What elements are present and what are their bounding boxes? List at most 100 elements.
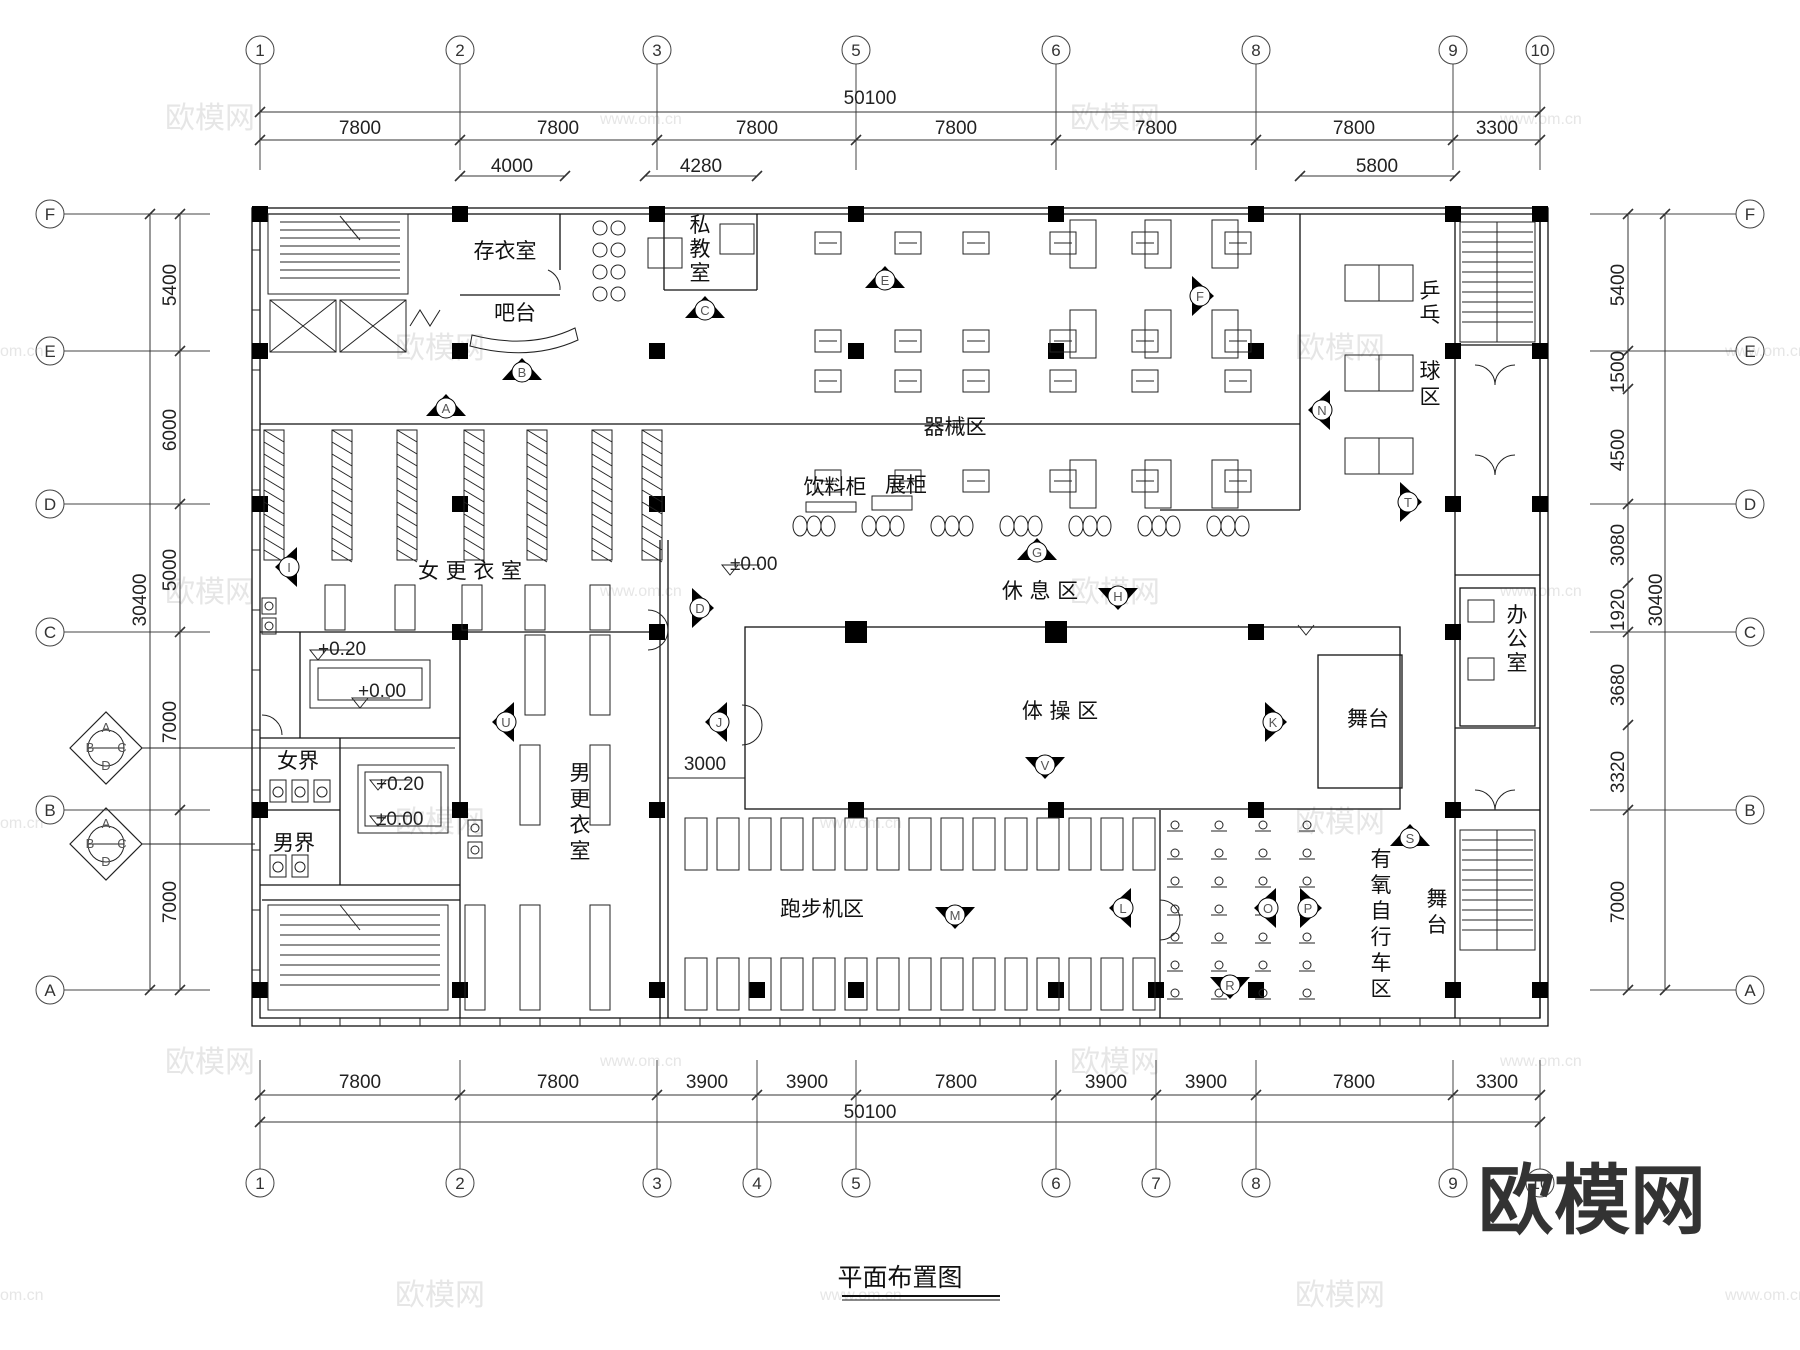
axis-label-bottom: 1: [255, 1174, 264, 1193]
lounge-chair: [1096, 515, 1112, 537]
locker-bank: [331, 429, 353, 561]
axis-label-top: 10: [1531, 41, 1550, 60]
dim-top-sub: 4000: [491, 156, 533, 177]
label-stage: 舞: [1427, 887, 1448, 911]
view-marker-label: L: [1119, 901, 1126, 916]
structural-column: [452, 802, 468, 818]
view-marker-label: E: [881, 273, 890, 288]
bench: [1144, 309, 1172, 359]
locker-hatch: [263, 441, 285, 455]
section-marker-label: D: [101, 758, 110, 773]
toilet-bowl: [272, 861, 284, 873]
dim-left-span: 5000: [160, 549, 181, 591]
locker-bank: [394, 584, 416, 631]
label-mens-locker: 衣: [570, 813, 591, 837]
bench: [1069, 219, 1097, 269]
view-marker-label: O: [1263, 901, 1273, 916]
treadmill: [1132, 817, 1156, 871]
view-marker: N: [1308, 390, 1333, 430]
locker-hatch: [463, 501, 485, 515]
view-marker-circle: [1189, 285, 1211, 307]
label-treadmill-area: 跑步机区: [780, 897, 864, 921]
axis-label-right: D: [1744, 495, 1756, 514]
dim-right-total: 30400: [1646, 574, 1667, 627]
weight-machine: [894, 369, 922, 393]
axis-label-bottom: 5: [851, 1174, 860, 1193]
dim-left-span: 7000: [160, 881, 181, 923]
view-marker: P: [1297, 888, 1322, 928]
structural-column: [649, 982, 665, 998]
locker-hatch: [263, 465, 285, 479]
dim-bottom-total: 50100: [844, 1102, 897, 1123]
bench: [1211, 219, 1239, 269]
locker-hatch: [396, 525, 418, 539]
locker-hatch: [331, 477, 353, 491]
label-rest-area: 休 息 区: [1002, 579, 1078, 603]
locker-hatch: [331, 429, 353, 443]
locker-hatch: [526, 525, 548, 539]
drinks-cabinet: [805, 501, 857, 513]
view-marker-circle: [495, 711, 517, 733]
locker-hatch: [331, 489, 353, 503]
view-marker-circle: [435, 397, 457, 419]
brand-logo: 欧模网: [1478, 1156, 1706, 1245]
watermark-url: www.om.cn: [599, 111, 682, 128]
spin-bike: [1214, 932, 1224, 942]
weight-machine: [814, 231, 842, 255]
axis-label-bottom: 8: [1251, 1174, 1260, 1193]
structural-column: [1445, 802, 1461, 818]
label-office: 公: [1507, 627, 1528, 651]
weight-machine: [814, 369, 842, 393]
locker-hatch: [396, 489, 418, 503]
view-marker-label: P: [1304, 901, 1313, 916]
section-marker-label: D: [101, 854, 110, 869]
structural-column: [252, 982, 268, 998]
spin-bike: [1214, 876, 1224, 886]
structural-column: [848, 982, 864, 998]
label-cycling: 区: [1371, 977, 1392, 1001]
watermark-edge: om.cn: [0, 343, 44, 360]
locker-hatch: [591, 501, 613, 515]
spin-bike: [1170, 848, 1180, 858]
treadmill: [684, 957, 708, 1011]
structural-column: [452, 343, 468, 359]
lounge-chair: [875, 515, 891, 537]
structural-column: [1048, 982, 1064, 998]
structural-column: [1248, 802, 1264, 818]
weight-machine: [962, 469, 990, 493]
locker-hatch: [641, 477, 663, 491]
locker-hatch: [263, 513, 285, 527]
locker-hatch: [396, 501, 418, 515]
dim-bottom-span: 7800: [339, 1072, 381, 1093]
axis-label-right: C: [1744, 623, 1756, 642]
view-marker-label: S: [1406, 831, 1415, 846]
view-marker-circle: [1257, 897, 1279, 919]
spin-bike: [1302, 820, 1312, 830]
level-pool-b-top: +0.20: [376, 774, 424, 795]
desk: [719, 223, 755, 255]
section-marker-label: A: [102, 720, 111, 735]
treadmill: [780, 957, 804, 1011]
level-pool-a-top: +0.20: [318, 639, 366, 660]
treadmill: [812, 817, 836, 871]
axis-label-left: E: [44, 342, 55, 361]
dim-right-span: 5400: [1608, 264, 1629, 306]
view-marker-label: D: [695, 601, 704, 616]
spin-bike: [1258, 848, 1268, 858]
lounge-chair: [930, 515, 946, 537]
dim-bottom-span: 7800: [537, 1072, 579, 1093]
view-marker: G: [1017, 538, 1057, 563]
locker-hatch: [396, 513, 418, 527]
weight-machine: [1049, 369, 1077, 393]
view-marker-label: R: [1225, 978, 1234, 993]
structural-column: [1445, 982, 1461, 998]
bench: [1069, 309, 1097, 359]
treadmill: [1036, 957, 1060, 1011]
view-marker-label: U: [501, 715, 510, 730]
view-marker-circle: [1219, 974, 1241, 996]
structural-column: [252, 802, 268, 818]
weight-machine: [1049, 469, 1077, 493]
toilet: [291, 854, 309, 878]
view-marker-circle: [944, 904, 966, 926]
dim-top-span: 7800: [339, 118, 381, 139]
